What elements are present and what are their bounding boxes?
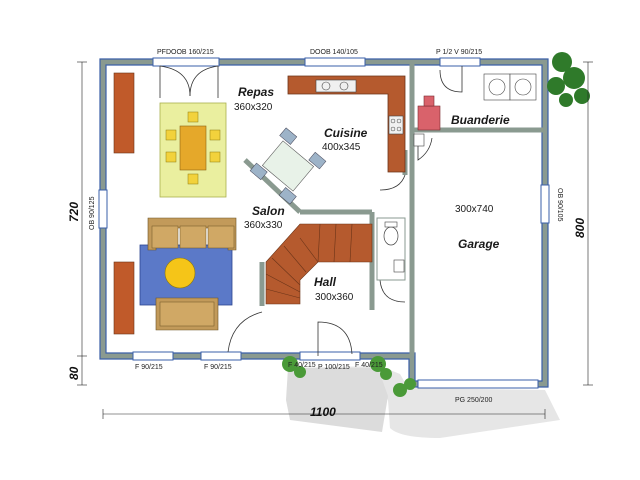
label-f40-left: F 40/215 xyxy=(288,362,316,369)
room-name-garage: Garage xyxy=(458,237,500,251)
room-name-salon: Salon xyxy=(252,204,285,218)
sofa-cushion-1 xyxy=(151,225,179,249)
dryer-drum xyxy=(514,78,532,96)
label-pg: PG 250/200 xyxy=(455,397,492,404)
kitchen-table xyxy=(249,127,327,205)
label-ob-right: OB 90/105 xyxy=(556,188,563,222)
cooktop xyxy=(388,115,404,135)
dining-table xyxy=(179,125,207,171)
toilet-tank xyxy=(384,221,398,228)
window-pfdoob xyxy=(152,57,220,67)
dim-label-left-upper: 720 xyxy=(67,202,81,222)
sideboard-top xyxy=(113,72,135,154)
room-name-cuisine: Cuisine xyxy=(324,126,368,140)
label-f-mid: F 90/215 xyxy=(204,364,232,371)
openings-graphics xyxy=(98,57,550,389)
boiler xyxy=(413,133,425,147)
label-doob: DOOB 140/105 xyxy=(310,49,358,56)
window-ob-right xyxy=(540,184,550,224)
plant-top-right xyxy=(547,52,590,107)
window-f-left xyxy=(132,351,174,361)
room-dim-cuisine: 400x345 xyxy=(322,142,361,153)
label-f-left: F 90/215 xyxy=(135,364,163,371)
sofa-cushion-3 xyxy=(207,225,235,249)
dim-label-left-lower: 80 xyxy=(67,366,81,380)
window-p12v xyxy=(439,57,481,67)
door-entry xyxy=(299,351,361,361)
dim-label-bottom: 1100 xyxy=(310,405,336,419)
label-pfdoob: PFDOOB 160/215 xyxy=(157,49,214,56)
room-name-hall: Hall xyxy=(314,275,337,289)
coffee-table xyxy=(164,257,196,289)
label-f40-right: F 40/215 xyxy=(355,362,383,369)
room-name-buanderie: Buanderie xyxy=(451,113,510,127)
washer-drum xyxy=(488,78,506,96)
toilet xyxy=(383,226,399,246)
plant-entry-right xyxy=(370,356,392,380)
kitchen-counter xyxy=(287,75,406,173)
plant-garage xyxy=(393,378,416,397)
washer xyxy=(483,73,511,101)
sink xyxy=(315,79,357,93)
label-ob-left: OB 90/125 xyxy=(89,196,96,230)
stair-treads xyxy=(265,223,353,299)
garage-door xyxy=(417,379,539,389)
sofa-cushion-2 xyxy=(179,225,207,249)
sideboard-bottom xyxy=(113,261,135,335)
entry-path xyxy=(286,368,388,432)
dimension-lines xyxy=(77,61,593,419)
dryer xyxy=(509,73,537,101)
room-dim-salon: 360x330 xyxy=(244,220,283,231)
chair-back xyxy=(423,95,435,107)
room-dim-garage: 300x740 xyxy=(455,204,494,215)
room-dim-repas: 360x320 xyxy=(234,102,273,113)
window-ob-left xyxy=(98,189,108,229)
sofa-bottom-cushion xyxy=(159,301,215,327)
label-p-entry: P 100/215 xyxy=(318,364,350,371)
chair-buanderie xyxy=(417,105,441,131)
door-swings xyxy=(159,65,463,356)
sink-bowl-right xyxy=(339,81,349,91)
driveway xyxy=(288,366,560,438)
label-p12v: P 1/2 V 90/215 xyxy=(436,49,482,56)
dim-label-right: 800 xyxy=(573,218,587,238)
room-dim-hall: 300x360 xyxy=(315,292,354,303)
sink-bowl-left xyxy=(321,81,331,91)
wc-sink xyxy=(393,259,405,273)
plant-entry-left xyxy=(282,356,306,378)
window-f-mid xyxy=(200,351,242,361)
room-name-repas: Repas xyxy=(238,85,274,99)
dining-chairs xyxy=(165,111,221,185)
window-doob xyxy=(304,57,366,67)
cooktop-burners xyxy=(390,118,402,132)
